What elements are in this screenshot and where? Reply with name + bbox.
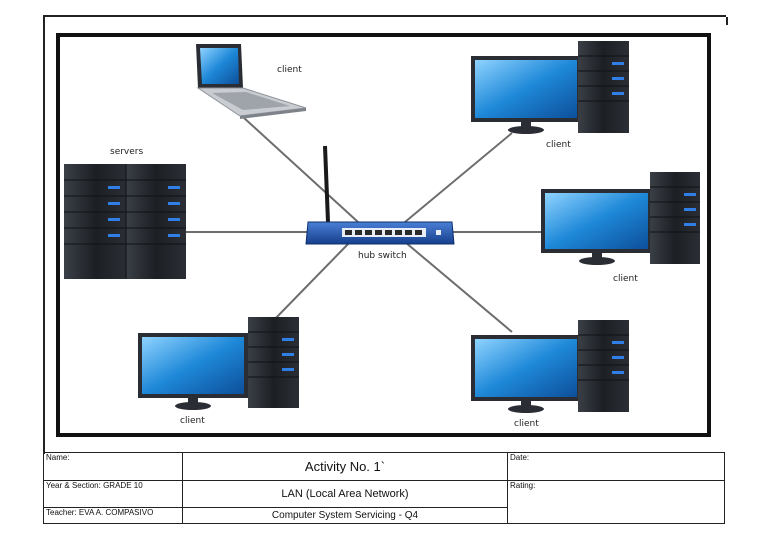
course-label: Computer System Servicing - Q4 (182, 507, 508, 524)
rating-label: Rating: (507, 480, 725, 524)
hub-switch: hub switch (305, 145, 455, 261)
client-bottom-left-label: client (180, 416, 205, 426)
client-bottom-left: client (138, 317, 299, 426)
hub-switch-label: hub switch (358, 251, 407, 261)
client-bottom-right: client (471, 320, 629, 429)
date-label: Date: (507, 452, 725, 481)
cable-laptop (242, 116, 359, 223)
servers-label: servers (110, 147, 143, 157)
client-top-right: client (471, 41, 629, 150)
page-frame (43, 15, 728, 454)
client-top-right-label: client (546, 140, 571, 150)
client-mid-right-label: client (613, 274, 638, 284)
laptop-client-label: client (277, 65, 302, 75)
laptop-client: client (196, 44, 307, 119)
cable-client-bottom-right (404, 241, 513, 333)
activity-subtitle: LAN (Local Area Network) (182, 480, 508, 508)
client-bottom-right-label: client (514, 419, 539, 429)
servers: servers (64, 147, 186, 279)
cables (186, 116, 541, 333)
activity-info-table: Name: Activity No. 1` Date: Year & Secti… (43, 452, 725, 524)
name-label: Name: (43, 452, 183, 481)
activity-title: Activity No. 1` (182, 452, 508, 481)
cable-client-bottom-left (271, 241, 351, 323)
client-mid-right: client (541, 172, 700, 284)
year-section-label: Year & Section: GRADE 10 (43, 480, 183, 508)
cable-client-top-right (404, 132, 513, 223)
teacher-label: Teacher: EVA A. COMPASIVO (43, 507, 183, 524)
